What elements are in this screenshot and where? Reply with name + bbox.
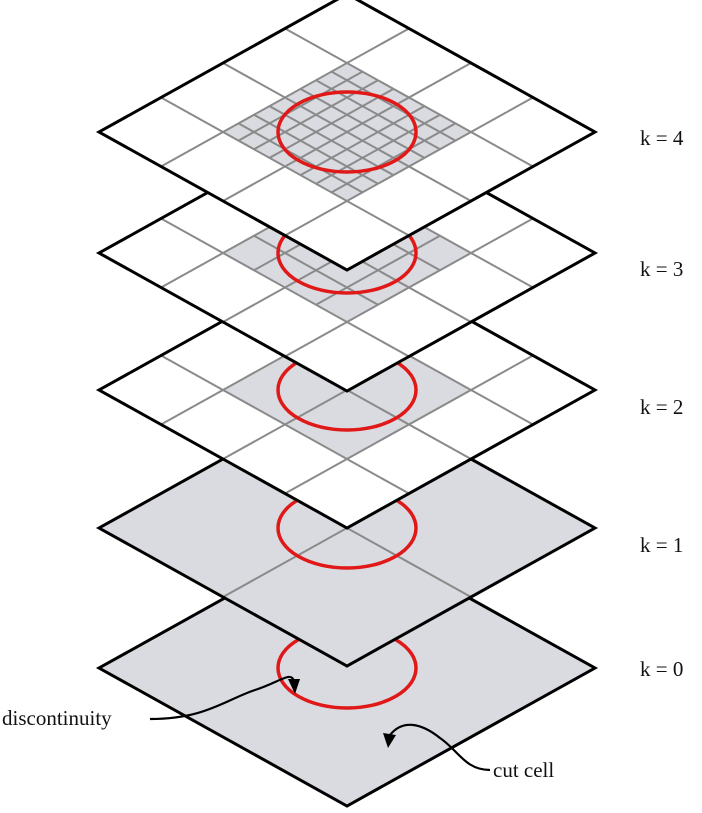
plane-outline — [95, 388, 599, 668]
grid-line — [284, 217, 534, 358]
cut-cell-label: cut cell — [493, 758, 554, 782]
finest-grid-line — [300, 105, 425, 176]
cut-cell-arrow — [389, 723, 491, 772]
grid-line — [284, 96, 534, 237]
cut-cell-arrowhead — [383, 733, 396, 748]
plane-k4 — [95, 0, 599, 272]
level-label-k1: k = 1 — [640, 533, 683, 557]
discontinuity-arrowhead — [288, 679, 300, 694]
finest-grid-line — [300, 88, 425, 159]
discontinuity-circle — [276, 90, 418, 174]
finest-grid-line — [238, 70, 363, 142]
plane-outline — [95, 528, 599, 808]
finest-grid-line — [269, 105, 394, 176]
finest-grid-line — [269, 88, 394, 159]
grid-line — [160, 354, 410, 495]
level-label-k3: k = 3 — [640, 257, 683, 281]
finest-grid-line — [238, 122, 363, 194]
plane-outline — [95, 0, 599, 272]
plane-outline — [95, 113, 599, 393]
finest-grid-line — [331, 70, 456, 142]
level-label-k2: k = 2 — [640, 395, 683, 419]
grid-line — [160, 96, 410, 237]
grid-line — [284, 354, 534, 495]
plane-outline — [95, 250, 599, 530]
planes-group — [95, 0, 599, 808]
discontinuity-arrow — [149, 675, 296, 721]
finest-grid-line — [331, 122, 456, 194]
level-label-k0: k = 0 — [640, 657, 683, 681]
level-label-k4: k = 4 — [640, 126, 684, 150]
grid-line — [160, 217, 410, 358]
grid-line — [222, 62, 472, 202]
plane-k0 — [95, 528, 599, 808]
discontinuity-label: discontinuity — [2, 706, 112, 730]
